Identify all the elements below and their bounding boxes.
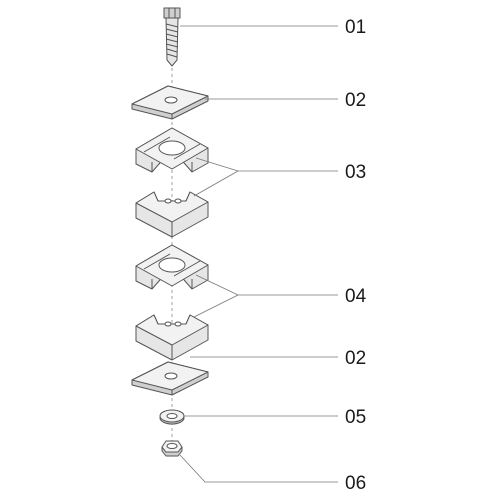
callout-04: 04 xyxy=(345,286,367,307)
clamp-half-upper-bottom xyxy=(135,191,209,238)
callout-01: 01 xyxy=(345,17,366,38)
washer xyxy=(159,409,185,425)
cover-plate-upper xyxy=(131,85,209,120)
clamp-half-lower-bottom xyxy=(135,314,209,361)
hex-bolt xyxy=(163,7,181,67)
leader-line-03-b xyxy=(193,170,239,197)
clamp-half-upper-top xyxy=(135,127,209,173)
leader-line-06 xyxy=(179,454,338,483)
leader-line-04-b xyxy=(193,294,239,318)
callout-02-lower: 02 xyxy=(345,348,366,369)
leader-line-03-a xyxy=(195,157,338,172)
callout-03: 03 xyxy=(345,162,366,183)
leader-line-04-a xyxy=(195,274,338,296)
callout-05: 05 xyxy=(345,407,366,428)
clamp-half-lower-top xyxy=(135,244,209,290)
cover-plate-lower xyxy=(131,361,209,396)
hex-nut xyxy=(161,440,183,457)
callout-02-upper: 02 xyxy=(345,90,366,111)
callout-06: 06 xyxy=(345,473,366,494)
